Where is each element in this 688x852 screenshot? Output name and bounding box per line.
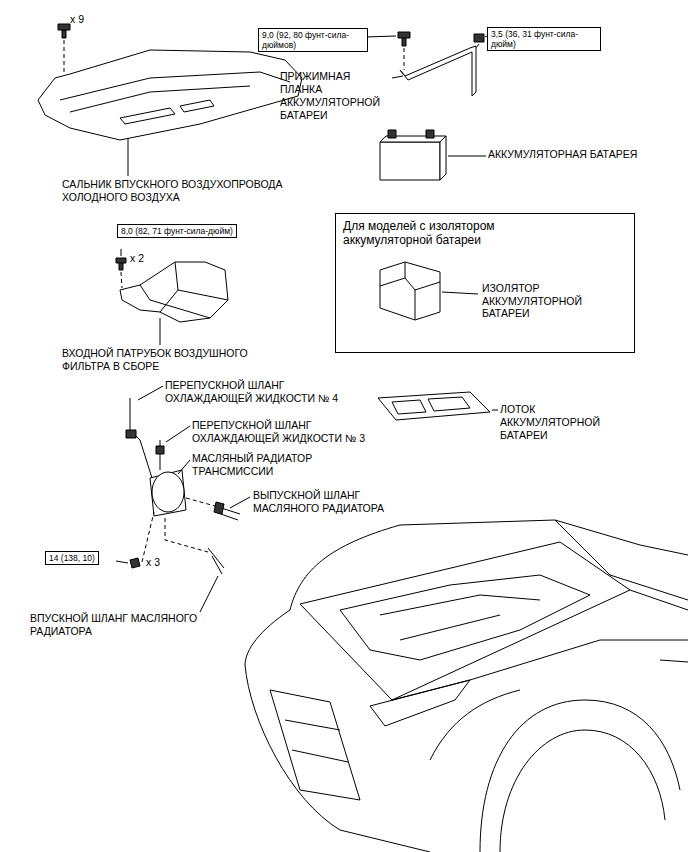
quantity: x 2: [130, 252, 160, 265]
part-name: АККУМУЛЯТОРНАЯ БАТАРЕЯ: [488, 148, 638, 161]
part-name: ИЗОЛЯТОР АККУМУЛЯТОРНОЙ БАТАРЕИ: [482, 282, 627, 320]
torque-spec: 3,5 (36, 31 фунт-сила-дюйм): [487, 27, 601, 51]
battery: [380, 142, 440, 180]
battery-terminal: [388, 130, 434, 138]
panel-heading: Для моделей с изолятором аккумуляторной …: [343, 219, 543, 248]
torque-value: 14 (138, 10): [49, 553, 95, 563]
battery-side: [440, 136, 446, 180]
leader-line: [200, 576, 218, 612]
part-name: ВПУСКНОЙ ШЛАНГ МАСЛЯНОГО РАДИАТОРА: [30, 612, 210, 638]
air-inlet-detail: [140, 262, 228, 318]
bolt: [58, 24, 70, 38]
oil-hose: [208, 548, 224, 574]
leader-line: [128, 138, 129, 176]
dash-line: [404, 48, 405, 70]
part-name: ВХОДНОЙ ПАТРУБОК ВОЗДУШНОГО ФИЛЬТРА В СБ…: [62, 347, 272, 373]
torque-value: 3,5 (36, 31 фунт-сила-дюйм): [491, 29, 597, 49]
car-engine: [340, 575, 590, 660]
air-inlet: [120, 262, 228, 322]
car-grille: [270, 690, 360, 800]
coolant-hose: [160, 440, 161, 470]
dash-line: [165, 518, 208, 552]
variant-panel: Для моделей с изолятором аккумуляторной …: [335, 213, 635, 353]
battery-insulator: [380, 262, 440, 320]
leader-line: [116, 561, 128, 563]
nut: [474, 34, 484, 42]
car-wheel-arch: [480, 700, 680, 852]
part-name: ЛОТОК АККУМУЛЯТОРНОЙ БАТАРЕИ: [500, 403, 630, 442]
leader-line: [178, 460, 190, 474]
insulator-fold: [380, 262, 440, 320]
leader-line: [166, 426, 190, 442]
leader-line: [138, 386, 163, 400]
part-name: САЛЬНИК ВПУСКНОГО ВОЗДУХОПРОВОДА ХОЛОДНО…: [62, 178, 312, 204]
car-engine-bay: [300, 542, 630, 700]
torque-spec: 14 (138, 10): [45, 551, 99, 565]
leader-line: [442, 292, 478, 294]
car-wheel: [500, 730, 665, 852]
cover-slot: [120, 100, 214, 124]
battery-clamp: [400, 46, 476, 96]
car-door: [630, 590, 688, 662]
torque-spec: 8,0 (82, 71 фунт-сила-дюйм): [117, 224, 237, 238]
car-bumper: [245, 610, 430, 852]
car-headlight: [370, 680, 470, 726]
dash-line: [186, 498, 215, 506]
dash-line: [142, 512, 154, 562]
part-name: ПЕРЕПУСКНОЙ ШЛАНГ ОХЛАЖДАЮЩЕЙ ЖИДКОСТИ №…: [192, 419, 387, 445]
dash-line: [476, 44, 479, 48]
hose-clamp: [156, 446, 164, 454]
leader-line: [392, 76, 403, 78]
hose-clamp: [214, 502, 224, 514]
part-name: ПЕРЕПУСКНОЙ ШЛАНГ ОХЛАЖДАЮЩЕЙ ЖИДКОСТИ №…: [165, 379, 360, 405]
leader-line: [448, 156, 486, 157]
cover-panel: [38, 50, 302, 140]
part-name: ВЫПУСКНОЙ ШЛАНГ МАСЛЯНОГО РАДИАТОРА: [253, 489, 413, 515]
leader-line: [492, 410, 498, 411]
tray-grid: [392, 397, 470, 414]
dash-line: [64, 40, 65, 72]
torque-value: 9,0 (92, 80 фунт-сила-дюймов): [262, 30, 364, 50]
cooler-plate: [150, 470, 186, 516]
car-windshield: [555, 520, 688, 600]
part-name: МАСЛЯНЫЙ РАДИАТОР ТРАНСМИССИИ: [192, 452, 352, 478]
dash-line: [121, 272, 122, 288]
car-fender: [392, 640, 688, 760]
leader-line: [160, 318, 161, 345]
bolt: [398, 32, 410, 46]
hose-clamp: [126, 430, 136, 438]
bolt: [130, 558, 140, 568]
battery-tray: [378, 392, 490, 420]
leader-line: [365, 36, 396, 37]
cover-detail: [60, 72, 290, 112]
torque-value: 8,0 (82, 71 фунт-сила-дюйм): [121, 226, 233, 236]
leader-line: [121, 249, 122, 256]
quantity: x 3: [146, 556, 176, 569]
leader-line: [230, 497, 250, 508]
torque-spec: 9,0 (92, 80 фунт-сила-дюймов): [258, 28, 368, 52]
part-name: ПРИЖИМНАЯ ПЛАНКА АККУМУЛЯТОРНОЙ БАТАРЕИ: [280, 70, 388, 123]
quantity: x 9: [70, 13, 100, 26]
bolt: [116, 258, 126, 270]
cooler-body: [152, 472, 184, 512]
